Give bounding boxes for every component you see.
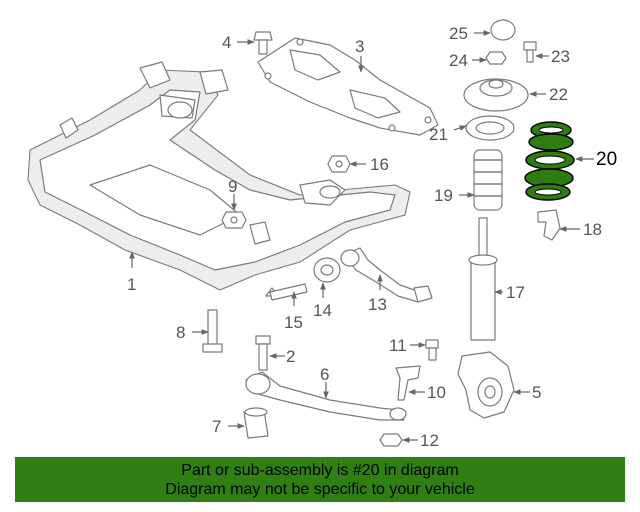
callout-6: 6 xyxy=(320,365,329,384)
callout-4: 4 xyxy=(222,33,231,52)
coil-spring-20-part[interactable] xyxy=(524,121,575,201)
mount-22-part[interactable] xyxy=(463,78,529,112)
nut-9-part[interactable] xyxy=(221,211,247,229)
banner-line-1: Part or sub-assembly is #20 in diagram xyxy=(181,462,459,479)
callout-9: 9 xyxy=(228,177,237,196)
part-notice-banner: Part or sub-assembly is #20 in diagram D… xyxy=(15,457,625,502)
callout-13: 13 xyxy=(368,295,387,314)
callout-22: 22 xyxy=(549,85,568,104)
reinforcement-plate-part[interactable] xyxy=(257,37,439,136)
bushing-7-part[interactable] xyxy=(243,407,269,439)
callout-2: 2 xyxy=(286,347,295,366)
callout-18: 18 xyxy=(583,220,602,239)
callout-7: 7 xyxy=(212,417,221,436)
callout-14: 14 xyxy=(313,301,332,320)
callout-25: 25 xyxy=(449,24,468,43)
callout-labels: 1 2 3 4 5 6 7 8 9 10 11 12 13 14 15 16 1… xyxy=(127,24,617,450)
callout-16: 16 xyxy=(370,155,389,174)
bracket-18-part[interactable] xyxy=(537,209,561,241)
control-arm-13-part[interactable] xyxy=(340,247,433,303)
lower-arm-6-part[interactable] xyxy=(245,371,407,421)
subframe-part[interactable] xyxy=(27,61,411,291)
callout-23: 23 xyxy=(551,47,570,66)
banner-line-2: Diagram may not be specific to your vehi… xyxy=(165,481,475,498)
link-10-part[interactable] xyxy=(395,365,421,401)
callout-24: 24 xyxy=(449,51,468,70)
callout-11: 11 xyxy=(389,336,407,355)
callout-17: 17 xyxy=(506,283,525,302)
boot-19-part[interactable] xyxy=(473,149,503,211)
callout-8: 8 xyxy=(176,323,185,342)
strut-17-part[interactable] xyxy=(468,217,498,341)
callout-19: 19 xyxy=(434,186,453,205)
callout-12: 12 xyxy=(420,431,439,450)
nut-24-part[interactable] xyxy=(485,51,507,65)
callout-1: 1 xyxy=(127,275,136,294)
nut-16-part[interactable] xyxy=(327,155,351,173)
bolt-8-part[interactable] xyxy=(202,309,223,353)
bolt-11-part[interactable] xyxy=(425,339,439,361)
bolt-2-part[interactable] xyxy=(255,335,271,371)
leader-lines xyxy=(129,30,594,443)
callout-5: 5 xyxy=(532,383,541,402)
callout-20: 20 xyxy=(596,149,617,170)
seat-21-part[interactable] xyxy=(465,115,515,141)
cap-25-part[interactable] xyxy=(490,19,516,41)
nut-12-part[interactable] xyxy=(379,433,403,447)
callout-21: 21 xyxy=(429,125,448,144)
bolt-15-part[interactable] xyxy=(265,283,308,301)
callout-3: 3 xyxy=(355,37,364,56)
callout-15: 15 xyxy=(284,313,303,332)
bolt-4-part[interactable] xyxy=(253,31,273,55)
knuckle-5-part[interactable] xyxy=(457,351,515,419)
parts-diagram: 1 2 3 4 5 6 7 8 9 10 11 12 13 14 15 16 1… xyxy=(27,19,617,450)
bushing-14-part[interactable] xyxy=(313,257,341,283)
callout-10: 10 xyxy=(427,383,446,402)
bolt-23-part[interactable] xyxy=(523,41,537,63)
